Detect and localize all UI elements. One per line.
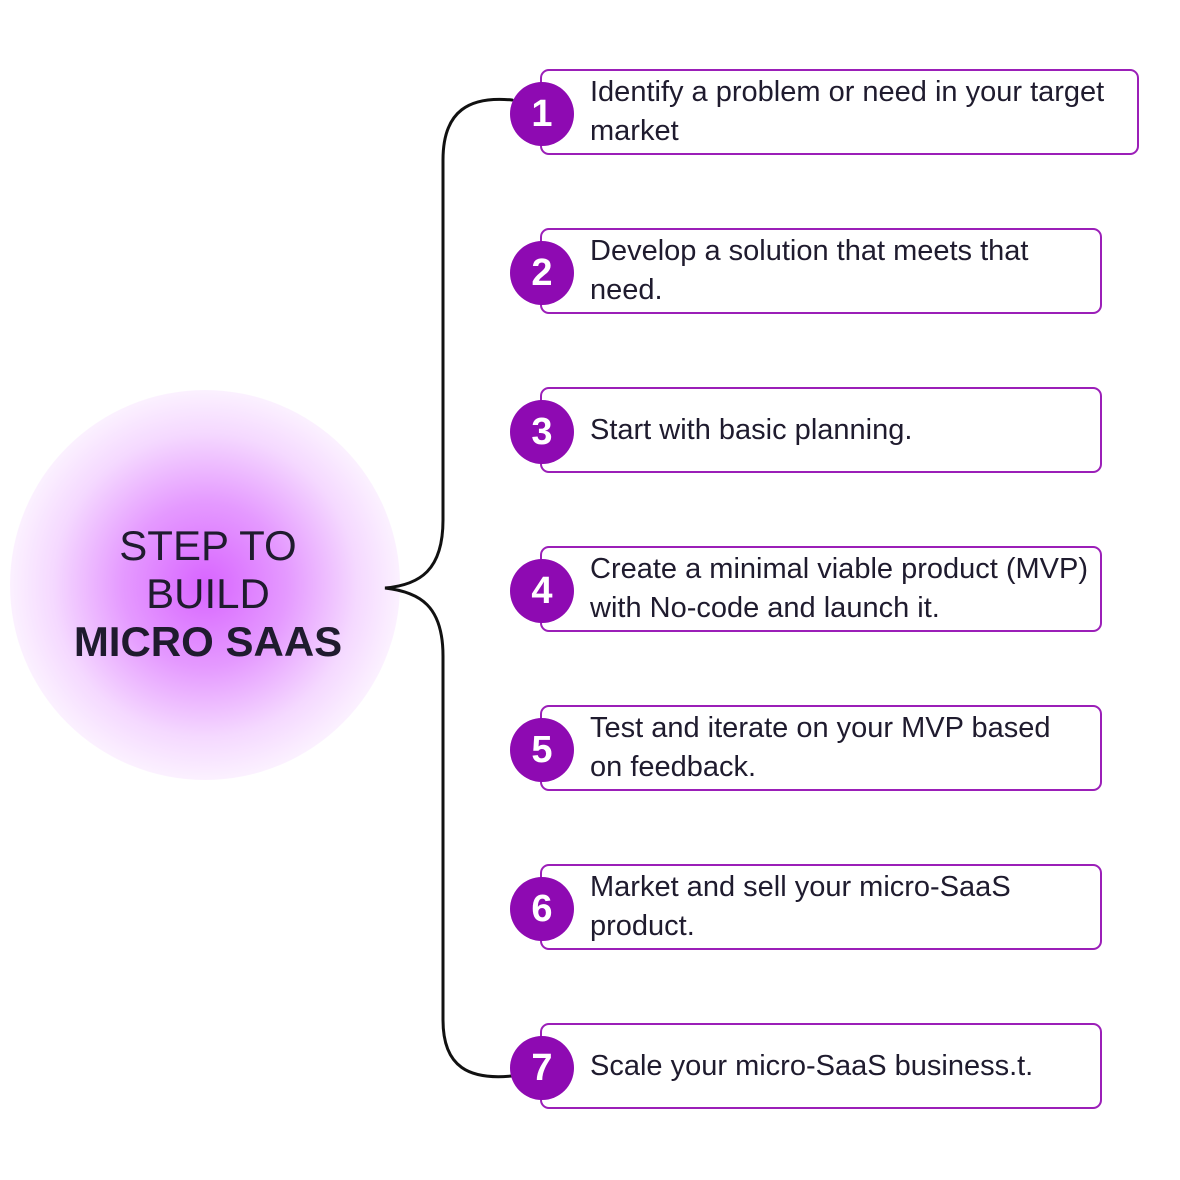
step-number-badge: 2	[510, 241, 574, 305]
title-glow	[10, 390, 400, 780]
step-text: Start with basic planning.	[590, 413, 913, 446]
step-number-badge: 6	[510, 877, 574, 941]
step-text: Market and sell your micro-SaaS product.	[590, 871, 1011, 942]
step-box	[540, 1023, 1102, 1109]
diagram-title: STEP TO BUILD MICRO SAAS	[30, 522, 386, 666]
step-text: Create a minimal viable product (MVP) wi…	[590, 553, 1089, 624]
step-box	[540, 69, 1139, 155]
step-number-badge: 1	[510, 82, 574, 146]
step-box	[540, 546, 1102, 632]
step-text: Scale your micro-SaaS business.t.	[590, 1049, 1034, 1082]
step-number-badge: 4	[510, 559, 574, 623]
title-line-2: BUILD	[146, 570, 270, 617]
step-box	[540, 705, 1102, 791]
step-text: Develop a solution that meets that need.	[590, 235, 1029, 306]
step-box	[540, 387, 1102, 473]
step-number-badge: 7	[510, 1036, 574, 1100]
step-text: Test and iterate on your MVP based on fe…	[590, 712, 1051, 783]
step-number-badge: 3	[510, 400, 574, 464]
step-box	[540, 228, 1102, 314]
title-line-1: STEP TO	[119, 522, 297, 569]
step-text: Identify a problem or need in your targe…	[590, 76, 1105, 147]
step-box	[540, 864, 1102, 950]
step-number-badge: 5	[510, 718, 574, 782]
title-line-3: MICRO SAAS	[73, 618, 343, 665]
